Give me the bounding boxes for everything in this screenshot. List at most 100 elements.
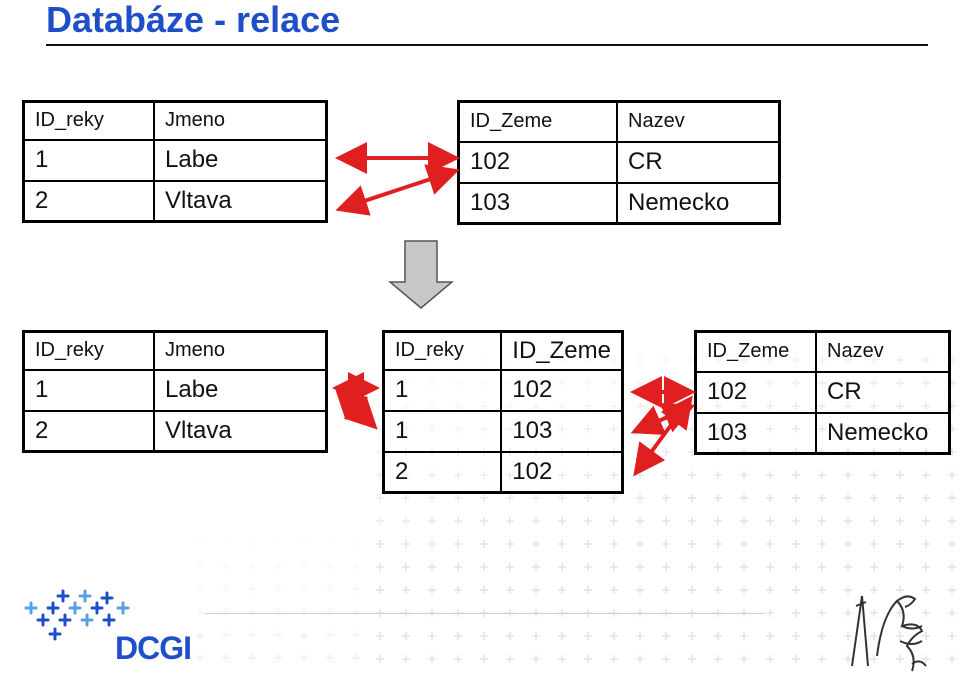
pattern-cross — [792, 609, 800, 617]
pattern-cross — [688, 563, 696, 571]
pattern-cross — [480, 494, 488, 502]
pattern-cross — [740, 494, 748, 502]
pattern-cross — [454, 586, 462, 594]
pattern-cross — [610, 563, 618, 571]
pattern-cross — [558, 540, 566, 548]
pattern-cross — [818, 494, 826, 502]
table-cell: 103 — [457, 181, 618, 225]
pattern-cross — [714, 563, 722, 571]
pattern-cross — [402, 632, 410, 640]
table-header-cell: Nazev — [815, 330, 951, 373]
pattern-cross — [352, 654, 360, 662]
table-header-cell: ID_Zeme — [694, 330, 817, 373]
pattern-cross — [714, 655, 722, 663]
pattern-cross — [818, 609, 826, 617]
pattern-cross — [948, 540, 956, 548]
table-zeme-top: ID_Zeme Nazev 102 CR 103 Nemecko — [457, 100, 781, 225]
pattern-cross — [428, 563, 436, 571]
pattern-cross — [844, 540, 852, 548]
pattern-cross — [844, 494, 852, 502]
pattern-cross — [844, 517, 852, 525]
pattern-cross — [428, 517, 436, 525]
pattern-cross — [766, 471, 774, 479]
pattern-cross — [714, 586, 722, 594]
pattern-cross — [584, 632, 592, 640]
pattern-cross — [222, 631, 230, 639]
pattern-cross — [506, 494, 514, 502]
pattern-cross — [636, 632, 644, 640]
pattern-cross — [844, 632, 852, 640]
pattern-cross — [196, 608, 204, 616]
pattern-cross — [714, 517, 722, 525]
pattern-cross — [766, 632, 774, 640]
pattern-cross — [584, 655, 592, 663]
arrow-vazba3-cr — [633, 395, 693, 477]
footer-divider — [205, 613, 765, 614]
pattern-cross — [248, 654, 256, 662]
dcgi-logo-text: DCGI — [115, 630, 192, 666]
pattern-cross — [274, 654, 282, 662]
pattern-cross — [454, 517, 462, 525]
pattern-cross — [300, 562, 308, 570]
pattern-cross — [766, 655, 774, 663]
table-header-cell: Jmeno — [153, 330, 328, 371]
pattern-cross — [300, 608, 308, 616]
pattern-cross — [376, 517, 384, 525]
pattern-cross — [428, 632, 436, 640]
pattern-cross — [792, 540, 800, 548]
pattern-cross — [532, 517, 540, 525]
pattern-cross — [740, 586, 748, 594]
pattern-cross — [196, 562, 204, 570]
pattern-cross — [870, 632, 878, 640]
pattern-cross — [662, 494, 670, 502]
pattern-cross — [896, 563, 904, 571]
pattern-cross — [196, 654, 204, 662]
pattern-cross — [922, 494, 930, 502]
pattern-cross — [922, 609, 930, 617]
table-cell: CR — [616, 140, 781, 184]
table-cell: 103 — [500, 409, 624, 453]
pattern-cross — [818, 517, 826, 525]
table-reky-top: ID_reky Jmeno 1 Labe 2 Vltava — [22, 100, 328, 223]
pattern-cross — [948, 494, 956, 502]
pattern-cross — [636, 356, 644, 364]
pattern-cross — [662, 632, 670, 640]
pattern-cross — [222, 654, 230, 662]
arrow-labe-vazba-2 — [334, 386, 378, 430]
table-cell: 1 — [382, 368, 503, 412]
pattern-cross — [454, 563, 462, 571]
pattern-cross — [402, 563, 410, 571]
pattern-cross — [454, 632, 462, 640]
pattern-cross — [766, 563, 774, 571]
pattern-cross — [610, 494, 618, 502]
pattern-cross — [740, 540, 748, 548]
pattern-cross — [196, 631, 204, 639]
pattern-cross — [818, 563, 826, 571]
pattern-cross — [662, 563, 670, 571]
pattern-cross — [352, 585, 360, 593]
pattern-cross — [740, 563, 748, 571]
pattern-cross — [662, 356, 670, 364]
pattern-cross — [248, 585, 256, 593]
pattern-cross — [454, 494, 462, 502]
pattern-cross — [402, 517, 410, 525]
pattern-cross — [454, 655, 462, 663]
table-cell: 1 — [22, 138, 155, 182]
pattern-cross — [948, 655, 956, 663]
pattern-cross — [300, 654, 308, 662]
pattern-cross — [428, 540, 436, 548]
table-cell: 2 — [382, 450, 503, 494]
pattern-cross — [844, 609, 852, 617]
pattern-cross — [662, 540, 670, 548]
pattern-cross — [740, 632, 748, 640]
pattern-cross — [714, 540, 722, 548]
pattern-cross — [688, 632, 696, 640]
pattern-cross — [352, 608, 360, 616]
table-reky-bottom: ID_reky Jmeno 1 Labe 2 Vltava — [22, 330, 328, 453]
pattern-cross — [792, 586, 800, 594]
pattern-cross — [300, 585, 308, 593]
table-cell: CR — [815, 370, 951, 414]
pattern-cross — [558, 517, 566, 525]
pattern-cross — [896, 632, 904, 640]
